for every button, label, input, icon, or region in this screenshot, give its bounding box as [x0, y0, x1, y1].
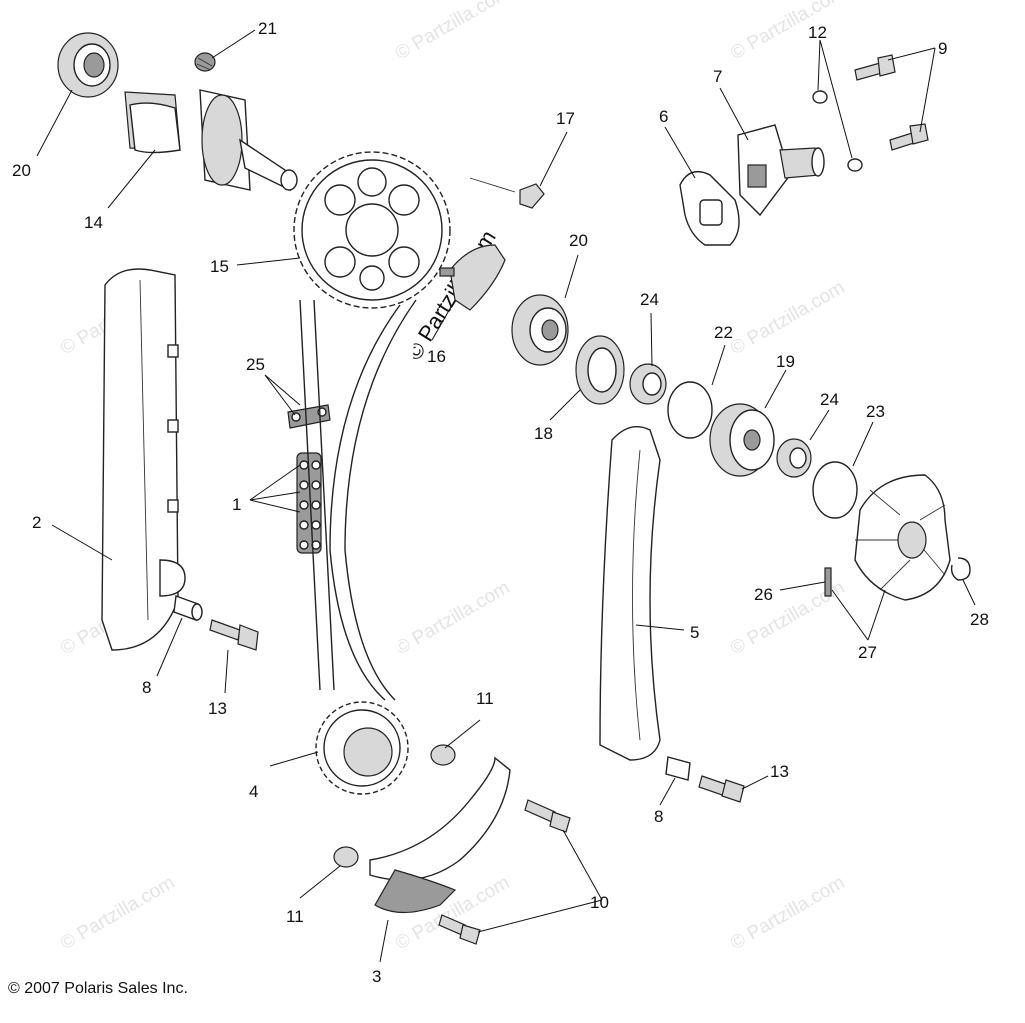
- copyright-notice: © 2007 Polaris Sales Inc.: [8, 980, 188, 997]
- spring-21: [194, 52, 216, 72]
- callout-17: 17: [556, 109, 575, 128]
- shim-18: [575, 335, 625, 405]
- callout-11: 11: [476, 689, 494, 708]
- clip-28: [950, 557, 971, 581]
- oring-23: [812, 461, 858, 519]
- callout-labels: 21 20 14 15 2 25 1 8 13 17 16 20 18 24 2…: [12, 19, 989, 986]
- chain-guide-2: [101, 268, 186, 651]
- watermark: © Partzilla.com: [392, 0, 513, 64]
- watermark: © Partzilla.com: [57, 872, 178, 954]
- gasket-6: [679, 171, 740, 246]
- callout-15: 15: [210, 257, 229, 276]
- leader-lines: [36, 29, 976, 963]
- bolt-9-lower: [889, 123, 929, 151]
- callout-21: 21: [258, 19, 277, 38]
- link-plate-25: [287, 404, 331, 429]
- callout-13: 13: [208, 699, 227, 718]
- bushing-11-lower: [333, 846, 359, 868]
- callout-18: 18: [534, 424, 553, 443]
- callout-3: 3: [372, 967, 381, 986]
- cam-sprocket-15: [293, 151, 451, 309]
- bolt-10-upper: [524, 799, 571, 833]
- washer-12-upper: [812, 90, 828, 104]
- seal-24-lower: [776, 438, 812, 478]
- pin-26: [824, 567, 832, 597]
- callout-8: 8: [654, 807, 663, 826]
- watermark: © Partzilla.com: [727, 277, 848, 359]
- watermark: © Partzilla.com: [392, 577, 513, 659]
- callout-20: 20: [12, 161, 31, 180]
- bolt-13-right: [698, 775, 745, 803]
- callout-11: 11: [286, 907, 304, 926]
- timing-chain: [299, 299, 417, 701]
- callout-6: 6: [659, 107, 668, 126]
- tensioner-7: [737, 124, 825, 217]
- oring-22: [667, 381, 713, 439]
- callout-24: 24: [820, 390, 839, 409]
- callout-4: 4: [249, 782, 258, 801]
- callout-28: 28: [970, 610, 989, 629]
- callout-5: 5: [690, 623, 699, 642]
- callout-23: 23: [866, 402, 885, 421]
- seal-24-upper: [629, 363, 667, 405]
- callout-12: 12: [808, 23, 827, 42]
- callout-13: 13: [770, 762, 789, 781]
- impeller-27: [854, 474, 951, 601]
- callout-20: 20: [569, 231, 588, 250]
- callout-2: 2: [32, 513, 41, 532]
- callout-14: 14: [84, 213, 103, 232]
- pump-body-19: [709, 403, 775, 477]
- washer-12-lower: [847, 158, 863, 172]
- bolt-13-left: [209, 619, 259, 651]
- callout-10: 10: [590, 893, 609, 912]
- callout-9: 9: [938, 39, 947, 58]
- bushing-8-right: [665, 756, 691, 781]
- callout-25: 25: [246, 355, 265, 374]
- callout-16: 16: [427, 347, 446, 366]
- chain-guide-5: [599, 426, 661, 761]
- callout-7: 7: [713, 67, 722, 86]
- bolt-10-lower: [438, 914, 481, 945]
- lower-guide-3: [369, 756, 511, 914]
- callout-27: 27: [858, 643, 877, 662]
- callout-24: 24: [640, 290, 659, 309]
- callout-8: 8: [142, 678, 151, 697]
- bolt-9-upper: [854, 54, 896, 81]
- bolt-17: [469, 177, 545, 209]
- chain-links-1: [296, 452, 322, 554]
- bearing-20-center: [511, 294, 569, 366]
- callout-26: 26: [754, 585, 773, 604]
- watermark: © Partzilla.com: [727, 872, 848, 954]
- bushing-11-upper: [430, 744, 456, 766]
- watermark: © Partzilla.com: [727, 0, 848, 64]
- bearing-20-top: [57, 32, 119, 98]
- bushing-8-left: [173, 595, 203, 621]
- crank-sprocket-4: [315, 701, 409, 795]
- callout-22: 22: [714, 323, 733, 342]
- guide-16: [439, 244, 506, 311]
- camshaft-14: [124, 89, 298, 192]
- callout-1: 1: [232, 495, 241, 514]
- callout-19: 19: [776, 352, 795, 371]
